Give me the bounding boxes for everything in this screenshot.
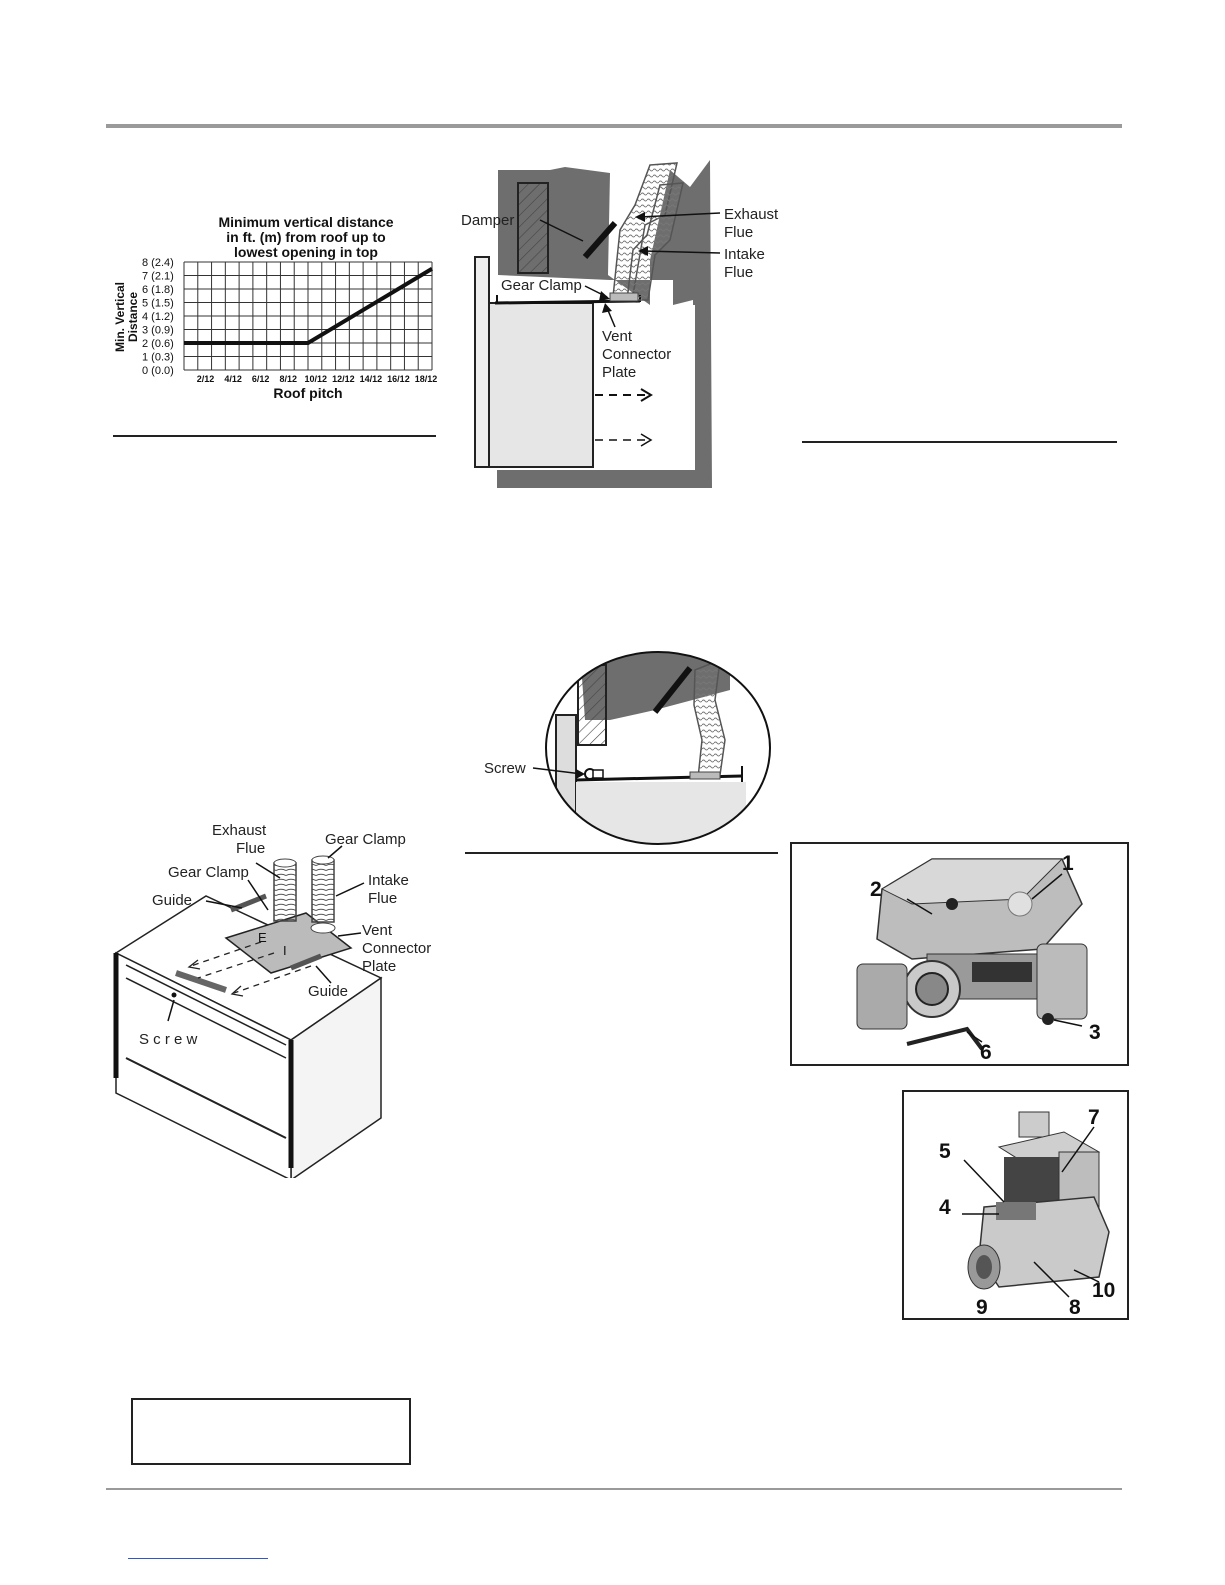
footer-link-underline bbox=[128, 1558, 268, 1559]
chart-grid bbox=[183, 261, 433, 371]
label-screw: Screw bbox=[484, 760, 526, 777]
chart-series-line bbox=[184, 267, 434, 345]
callout-1: 1 bbox=[1062, 852, 1074, 875]
exhaust-flue-coil bbox=[273, 862, 297, 922]
label-intake-2: Flue bbox=[724, 264, 753, 281]
iso-label-gear-clamp-right: Gear Clamp bbox=[325, 831, 406, 848]
hearth-block bbox=[517, 182, 549, 274]
x-tick-label: 6/12 bbox=[252, 374, 270, 384]
label-gear-clamp: Gear Clamp bbox=[501, 277, 582, 294]
x-tick-label: 4/12 bbox=[224, 374, 242, 384]
iso-label-intake-2: Flue bbox=[368, 890, 397, 907]
plate-letter-i: I bbox=[283, 943, 287, 958]
vent-side-diagram: Damper Exhaust Flue Intake Flue Gear Cla… bbox=[461, 160, 779, 488]
footer-rule bbox=[106, 1488, 1122, 1490]
screw-caption-rule bbox=[465, 852, 778, 854]
intake-flue-pipe bbox=[626, 182, 684, 301]
y-tick-label: 5 (1.5) bbox=[142, 298, 174, 310]
valve-photo-2: 7 5 4 10 9 8 bbox=[902, 1090, 1129, 1320]
iso-label-screw: S c r e w bbox=[139, 1031, 198, 1048]
callout-6: 6 bbox=[980, 1041, 992, 1064]
iso-label-vcp-3: Plate bbox=[362, 958, 396, 975]
screw-detail-diagram: Screw bbox=[484, 651, 771, 845]
x-tick-label: 2/12 bbox=[197, 374, 215, 384]
chart-y-ticks: 0 (0.0)1 (0.3) 2 (0.6)3 (0.9) 4 (1.2)5 (1.… bbox=[142, 257, 174, 377]
iso-label-intake-1: Intake bbox=[368, 872, 409, 889]
x-tick-label: 8/12 bbox=[279, 374, 297, 384]
callout-3: 3 bbox=[1089, 1021, 1101, 1044]
firebox-body bbox=[488, 302, 594, 468]
plate-letter-e: E bbox=[258, 930, 267, 945]
y-tick-label: 7 (2.1) bbox=[142, 271, 174, 283]
callout-9: 9 bbox=[976, 1296, 988, 1318]
x-tick-label: 16/12 bbox=[387, 374, 410, 384]
y-tick-label: 0 (0.0) bbox=[142, 365, 174, 377]
chart-x-label: Roof pitch bbox=[273, 385, 342, 401]
vent-iso-diagram: E I Exhaust Flue Gear Clamp Gear Clamp I… bbox=[113, 822, 431, 1178]
intake-flue-coil bbox=[311, 859, 335, 923]
header-rule bbox=[106, 124, 1122, 128]
firebox-panel bbox=[474, 256, 490, 468]
iso-label-vcp-1: Vent bbox=[362, 922, 393, 939]
y-tick-label: 4 (1.2) bbox=[142, 311, 174, 323]
y-tick-label: 3 (0.9) bbox=[142, 325, 174, 337]
iso-label-exhaust-2: Flue bbox=[236, 840, 265, 857]
chart-y-label-line: Distance bbox=[126, 292, 140, 342]
callout-8: 8 bbox=[1069, 1296, 1081, 1318]
y-tick-label: 2 (0.6) bbox=[142, 338, 174, 350]
label-damper: Damper bbox=[461, 212, 514, 229]
callout-10: 10 bbox=[1092, 1279, 1115, 1302]
iso-label-guide-right: Guide bbox=[308, 983, 348, 1000]
y-tick-label: 1 (0.3) bbox=[142, 352, 174, 364]
valve-photo-1: 1 2 3 6 bbox=[790, 842, 1129, 1066]
label-intake-1: Intake bbox=[724, 246, 765, 263]
x-tick-label: 12/12 bbox=[332, 374, 355, 384]
chart-title-line: lowest opening in top bbox=[234, 244, 378, 260]
x-tick-label: 10/12 bbox=[305, 374, 328, 384]
callout-5: 5 bbox=[939, 1140, 951, 1163]
iso-label-gear-clamp-left: Gear Clamp bbox=[168, 864, 249, 881]
chart-title-line: in ft. (m) from roof up to bbox=[226, 229, 385, 245]
label-vcp-3: Plate bbox=[602, 364, 636, 381]
iso-label-vcp-2: Connector bbox=[362, 940, 431, 957]
damper-icon bbox=[582, 221, 618, 259]
chart-caption-rule bbox=[113, 435, 436, 437]
y-tick-label: 6 (1.8) bbox=[142, 284, 174, 296]
x-tick-label: 18/12 bbox=[415, 374, 438, 384]
y-tick-label: 8 (2.4) bbox=[142, 257, 174, 269]
callout-4: 4 bbox=[939, 1196, 951, 1219]
label-exhaust-2: Flue bbox=[724, 224, 753, 241]
screw-icon bbox=[171, 992, 177, 998]
gas-valve-top-image: 1 2 3 6 bbox=[856, 852, 1101, 1064]
label-exhaust-1: Exhaust bbox=[724, 206, 779, 223]
x-tick-label: 14/12 bbox=[360, 374, 383, 384]
callout-7: 7 bbox=[1088, 1106, 1100, 1129]
iso-label-exhaust-1: Exhaust bbox=[212, 822, 267, 839]
right-column-rule bbox=[802, 441, 1117, 443]
label-vcp-2: Connector bbox=[602, 346, 671, 363]
chart-y-label-line: Min. Vertical bbox=[113, 282, 127, 352]
note-box bbox=[131, 1398, 411, 1465]
gas-valve-side-image: 7 5 4 10 9 8 bbox=[939, 1106, 1115, 1319]
iso-label-guide-left: Guide bbox=[152, 892, 192, 909]
callout-2: 2 bbox=[870, 878, 882, 901]
chart-x-ticks: 2/12 4/12 6/12 8/12 10/12 12/12 14/12 16/12 18/1… bbox=[197, 374, 437, 384]
chart-title-line: Minimum vertical distance bbox=[218, 214, 393, 230]
label-vcp-1: Vent bbox=[602, 328, 633, 345]
